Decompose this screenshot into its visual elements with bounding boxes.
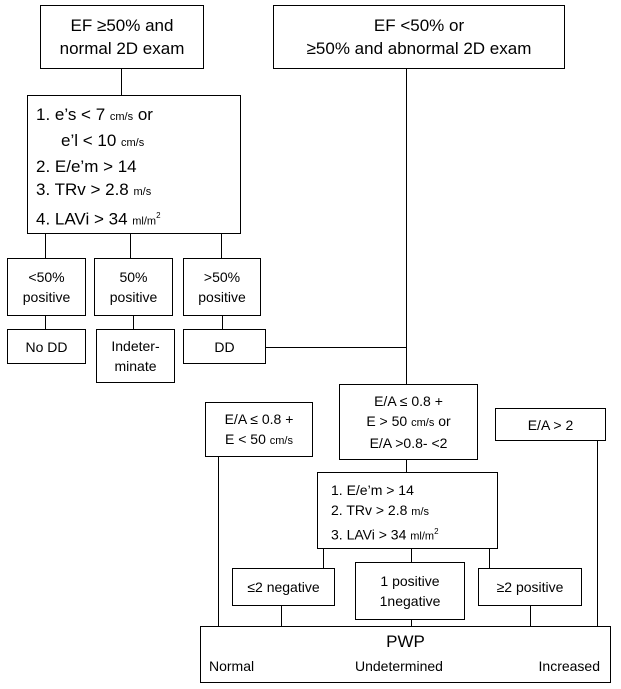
positive-result-box: ≥2 positive bbox=[478, 568, 582, 606]
ea-low-box: E/A ≤ 0.8 + E < 50 cm/s bbox=[205, 402, 313, 457]
pwp-undetermined-label: Undetermined bbox=[355, 658, 443, 674]
criterion-4: 4. LAVi > 34 ml/m2 bbox=[36, 209, 161, 229]
ea-high-box: E/A > 2 bbox=[495, 408, 606, 441]
ef-normal-box: EF ≥50% and normal 2D exam bbox=[40, 5, 204, 69]
pwp-box: PWP Normal Undetermined Increased bbox=[200, 626, 611, 683]
criterion-2: 2. E/e’m > 14 bbox=[36, 157, 137, 176]
connector-pct1-to-nodd bbox=[45, 315, 46, 329]
connector-ea-right-to-pwp bbox=[597, 440, 598, 626]
pwp-increased-label: Increased bbox=[538, 658, 600, 674]
connector-dd-to-main bbox=[265, 347, 406, 348]
criterion-1b: e’l < 10 cm/s bbox=[61, 131, 145, 150]
connector-ea-mid-to-criteria2 bbox=[406, 460, 407, 472]
secondary-criteria-box: 1. E/e’m > 14 2. TRv > 2.8 m/s 3. LAVi >… bbox=[317, 472, 498, 549]
diastolic-criteria-box: 1. e’s < 7 cm/s or e’l < 10 cm/s 2. E/e’… bbox=[27, 95, 241, 234]
ea-mid-box: E/A ≤ 0.8 + E > 50 cm/s or E/A >0.8- <2 bbox=[339, 384, 478, 460]
connector-ef-abnormal-down bbox=[406, 68, 407, 384]
connector-criteria-to-pct1 bbox=[45, 233, 46, 258]
ef-abnormal-box: EF <50% or ≥50% and abnormal 2D exam bbox=[273, 5, 565, 69]
pct-box-less-50: <50% positive bbox=[7, 258, 86, 316]
connector-criteria2-to-pos bbox=[489, 548, 490, 568]
indeterminate-box: Indeter- minate bbox=[96, 329, 175, 383]
pct-box-greater-50: >50% positive bbox=[183, 258, 261, 316]
connector-neg-to-pwp bbox=[281, 605, 282, 626]
connector-pct2-to-indet bbox=[133, 315, 134, 329]
connector-ef-normal-to-criteria bbox=[121, 68, 122, 96]
connector-criteria-to-pct3 bbox=[221, 233, 222, 258]
criterion-1a: 1. e’s < 7 cm/s or bbox=[36, 105, 153, 124]
connector-ea-left-to-pwp bbox=[218, 456, 219, 626]
no-dd-box: No DD bbox=[7, 329, 86, 364]
connector-criteria2-to-neg bbox=[323, 548, 324, 568]
connector-criteria-to-pct2 bbox=[130, 233, 131, 258]
criterion-3: 3. TRv > 2.8 m/s bbox=[36, 180, 152, 199]
pct-box-50: 50% positive bbox=[94, 258, 173, 316]
ef-abnormal-line1: EF <50% or bbox=[373, 16, 465, 35]
ef-normal-line1: EF ≥50% and bbox=[70, 16, 174, 35]
pwp-title: PWP bbox=[386, 632, 425, 651]
dd-box: DD bbox=[183, 329, 266, 364]
ef-abnormal-line2: ≥50% and abnormal 2D exam bbox=[306, 39, 532, 58]
pwp-normal-label: Normal bbox=[209, 658, 255, 674]
mixed-result-box: 1 positive 1negative bbox=[355, 562, 465, 620]
connector-pos-to-pwp bbox=[530, 605, 531, 626]
connector-mixed-to-pwp bbox=[411, 619, 412, 626]
connector-criteria2-to-mixed bbox=[411, 548, 412, 562]
ef-normal-line2: normal 2D exam bbox=[59, 39, 185, 58]
negative-result-box: ≤2 negative bbox=[232, 568, 335, 606]
connector-pct3-to-dd bbox=[222, 315, 223, 329]
